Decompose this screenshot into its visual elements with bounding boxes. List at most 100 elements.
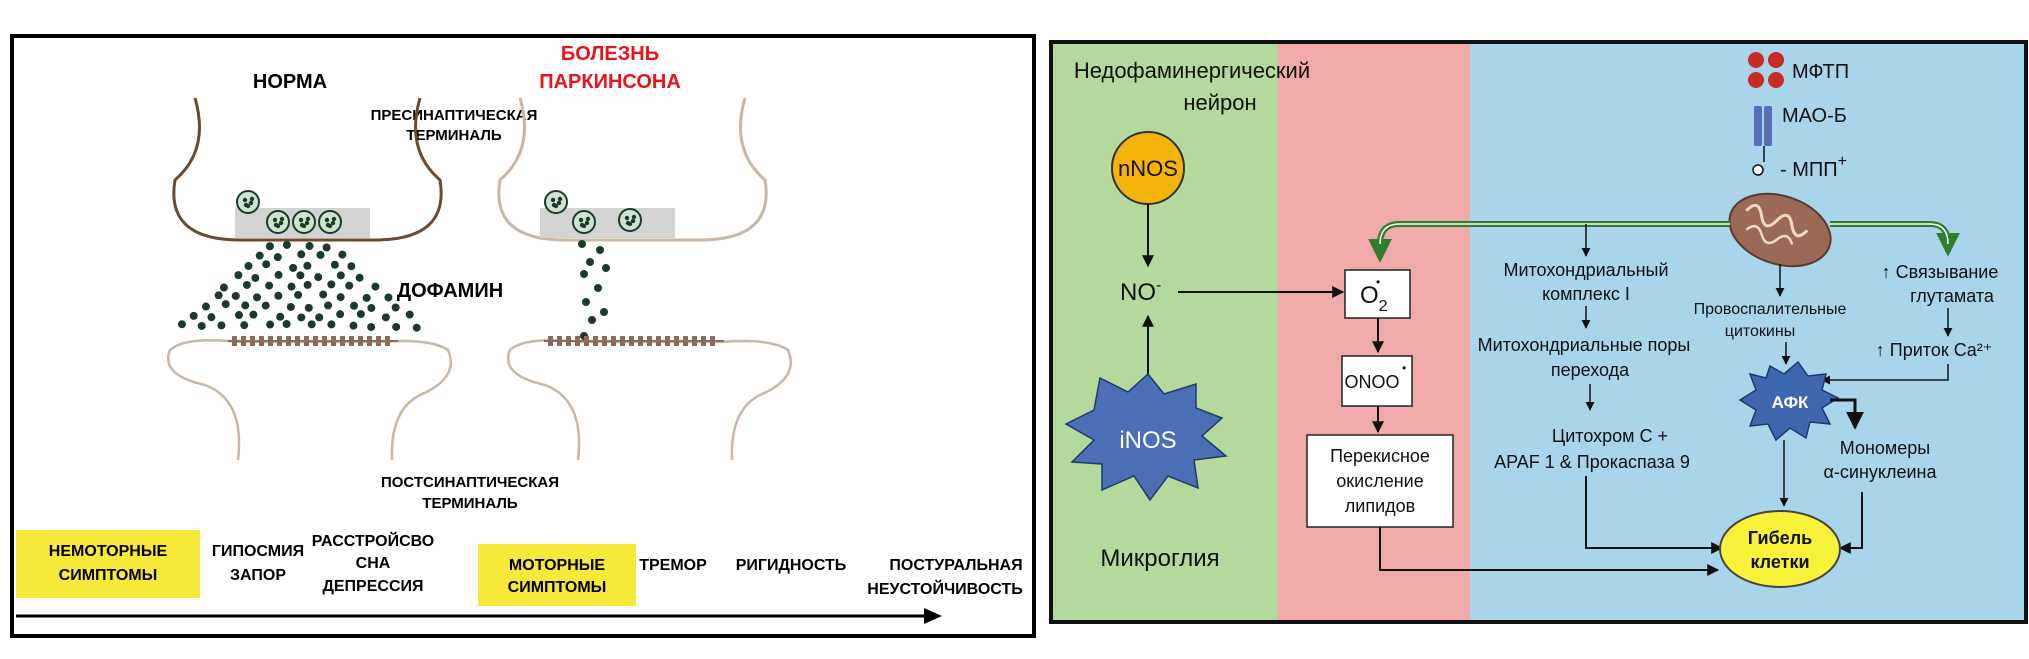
vesicle-dopamine-dot <box>324 217 330 223</box>
vesicle-dopamine-dot <box>304 220 310 226</box>
norm-dopamine-dot <box>251 273 260 282</box>
norm-dopamine-dot <box>356 310 365 319</box>
microglia-label: Микроглия <box>1100 545 1219 572</box>
norm-dopamine-dot <box>347 262 356 271</box>
norm-dopamine-dot <box>261 301 270 310</box>
vesicle-dopamine-dot <box>624 215 630 221</box>
vesicle-dopamine-dot <box>631 214 637 220</box>
norm-dopamine-dot <box>207 313 216 322</box>
postsynaptic-label-line2: ТЕРМИНАЛЬ <box>422 495 518 512</box>
norm-dopamine-dot <box>221 300 230 309</box>
norm-dopamine-dot <box>265 242 274 251</box>
vesicle-dopamine-dot <box>578 217 584 223</box>
dopamine-dots <box>177 240 610 340</box>
receptors-group <box>228 336 724 346</box>
peroxynitrite-box <box>1341 355 1413 407</box>
norm-dopamine-dot <box>315 313 324 322</box>
norm-dopamine-dot <box>234 311 243 320</box>
norm-dopamine-dot <box>274 291 283 300</box>
norm-dopamine-dot <box>314 273 323 282</box>
norm-dopamine-dot <box>289 263 298 272</box>
nondopaminergic-label-line2: нейрон <box>1183 90 1256 115</box>
tremor-label: ТРЕМОР <box>639 557 707 574</box>
afk-node <box>1738 360 1840 442</box>
monomers-line1: Мономеры <box>1840 438 1931 458</box>
green-arrow-inner-line-right <box>1830 223 1949 245</box>
motor-label-line1: МОТОРНЫЕ <box>509 557 605 574</box>
norm-dopamine-dot <box>381 313 390 322</box>
vesicle-dopamine-dot <box>579 222 585 228</box>
constipation-label: ЗАПОР <box>230 567 286 584</box>
norm-dopamine-dot <box>349 321 358 330</box>
pd-vesicle <box>572 210 596 234</box>
vesicle-dopamine-dot <box>279 216 285 222</box>
cell-death-node <box>1719 510 1841 588</box>
vesicle-dopamine-dot <box>325 222 331 228</box>
norm-dopamine-dot <box>303 280 312 289</box>
afk-label: АФК <box>1772 393 1809 412</box>
hyposmia-label: ГИПОСМИЯ <box>212 543 304 560</box>
pd-dopamine-dot <box>594 284 602 292</box>
vesicle-dopamine-dot <box>630 218 636 224</box>
norm-dopamine-dot <box>276 312 285 321</box>
no-label: NO- <box>1120 277 1161 306</box>
depression-label: ДЕПРЕССИЯ <box>322 578 423 595</box>
vesicle-dopamine-dot <box>273 222 279 228</box>
norm-dopamine-dot <box>244 261 253 270</box>
norm-dopamine-dot <box>327 280 336 289</box>
norm-dopamine-dot <box>294 290 303 299</box>
norm-dopamine-dot <box>371 282 380 291</box>
norm-vesicle <box>236 190 260 214</box>
norm-dopamine-dot <box>322 243 331 252</box>
right-panel-frame <box>1049 40 2028 624</box>
lipid-peroxidation-line2: окисление <box>1336 471 1423 491</box>
superoxide-box <box>1344 269 1411 319</box>
pd-vesicle <box>544 190 568 214</box>
norm-dopamine-dot <box>265 281 274 290</box>
norm-dopamine-dot <box>282 240 291 249</box>
calcium-to-afk-arrow <box>1821 364 1949 385</box>
norm-dopamine-dot <box>287 282 296 291</box>
pd-dopamine-dot <box>586 258 594 266</box>
pd-dopamine-dot <box>588 316 596 324</box>
norm-dopamine-dot <box>231 291 240 300</box>
norm-dopamine-dot <box>384 293 393 302</box>
norm-dopamine-dot <box>327 320 336 329</box>
dopamine-label: ДОФАМИН <box>397 280 503 302</box>
pd-dopamine-dot <box>602 264 610 272</box>
rigidity-label: РИГИДНОСТЬ <box>736 557 847 574</box>
norm-dopamine-dot <box>241 301 250 310</box>
norm-dopamine-dot <box>405 310 414 319</box>
vesicle-dopamine-dot <box>305 216 311 222</box>
inos-node <box>1064 372 1228 502</box>
pd-dopamine-dot <box>580 270 588 278</box>
norm-dopamine-dot <box>316 250 325 259</box>
norm-dopamine-dot <box>367 323 376 332</box>
inos-label: iNOS <box>1119 427 1176 454</box>
maob-channel-left <box>1754 106 1762 146</box>
glutamate-line1: ↑ Связывание <box>1882 262 1999 282</box>
norm-label: НОРМА <box>253 71 327 93</box>
nonmotor-label-line2: СИМПТОМЫ <box>59 567 158 584</box>
lipid-peroxidation-box <box>1306 434 1454 528</box>
vesicle-dopamine-dot <box>298 217 304 223</box>
pd-presynaptic-terminal <box>497 97 768 242</box>
vesicle-dopamine-dot <box>625 220 631 226</box>
norm-presynaptic-terminal <box>172 97 443 242</box>
sleep-label-line2: СНА <box>356 555 391 572</box>
norm-dopamine-dot <box>177 320 186 329</box>
glutamate-line2: глутамата <box>1910 286 1995 306</box>
pd-active-zone <box>540 208 675 238</box>
cytochrome-to-death-arrow <box>1585 476 1724 554</box>
zone-nondopaminergic <box>1053 44 1278 620</box>
vesicle-dopamine-dot <box>330 220 336 226</box>
green-arrow-inner-line <box>1379 223 1730 245</box>
pd-dopamine-dot <box>582 298 590 306</box>
cell-death-line2: клетки <box>1750 552 1809 572</box>
vesicle-dopamine-dot <box>299 222 305 228</box>
presynaptic-label-line1: ПРЕСИНАПТИЧЕСКАЯ <box>371 107 538 124</box>
pd-dopamine-dot <box>596 246 604 254</box>
parkinson-label-line1: БОЛЕЗНЬ <box>561 43 659 65</box>
parkinson-label-line2: ПАРКИНСОНА <box>539 71 681 93</box>
norm-dopamine-dot <box>189 311 198 320</box>
